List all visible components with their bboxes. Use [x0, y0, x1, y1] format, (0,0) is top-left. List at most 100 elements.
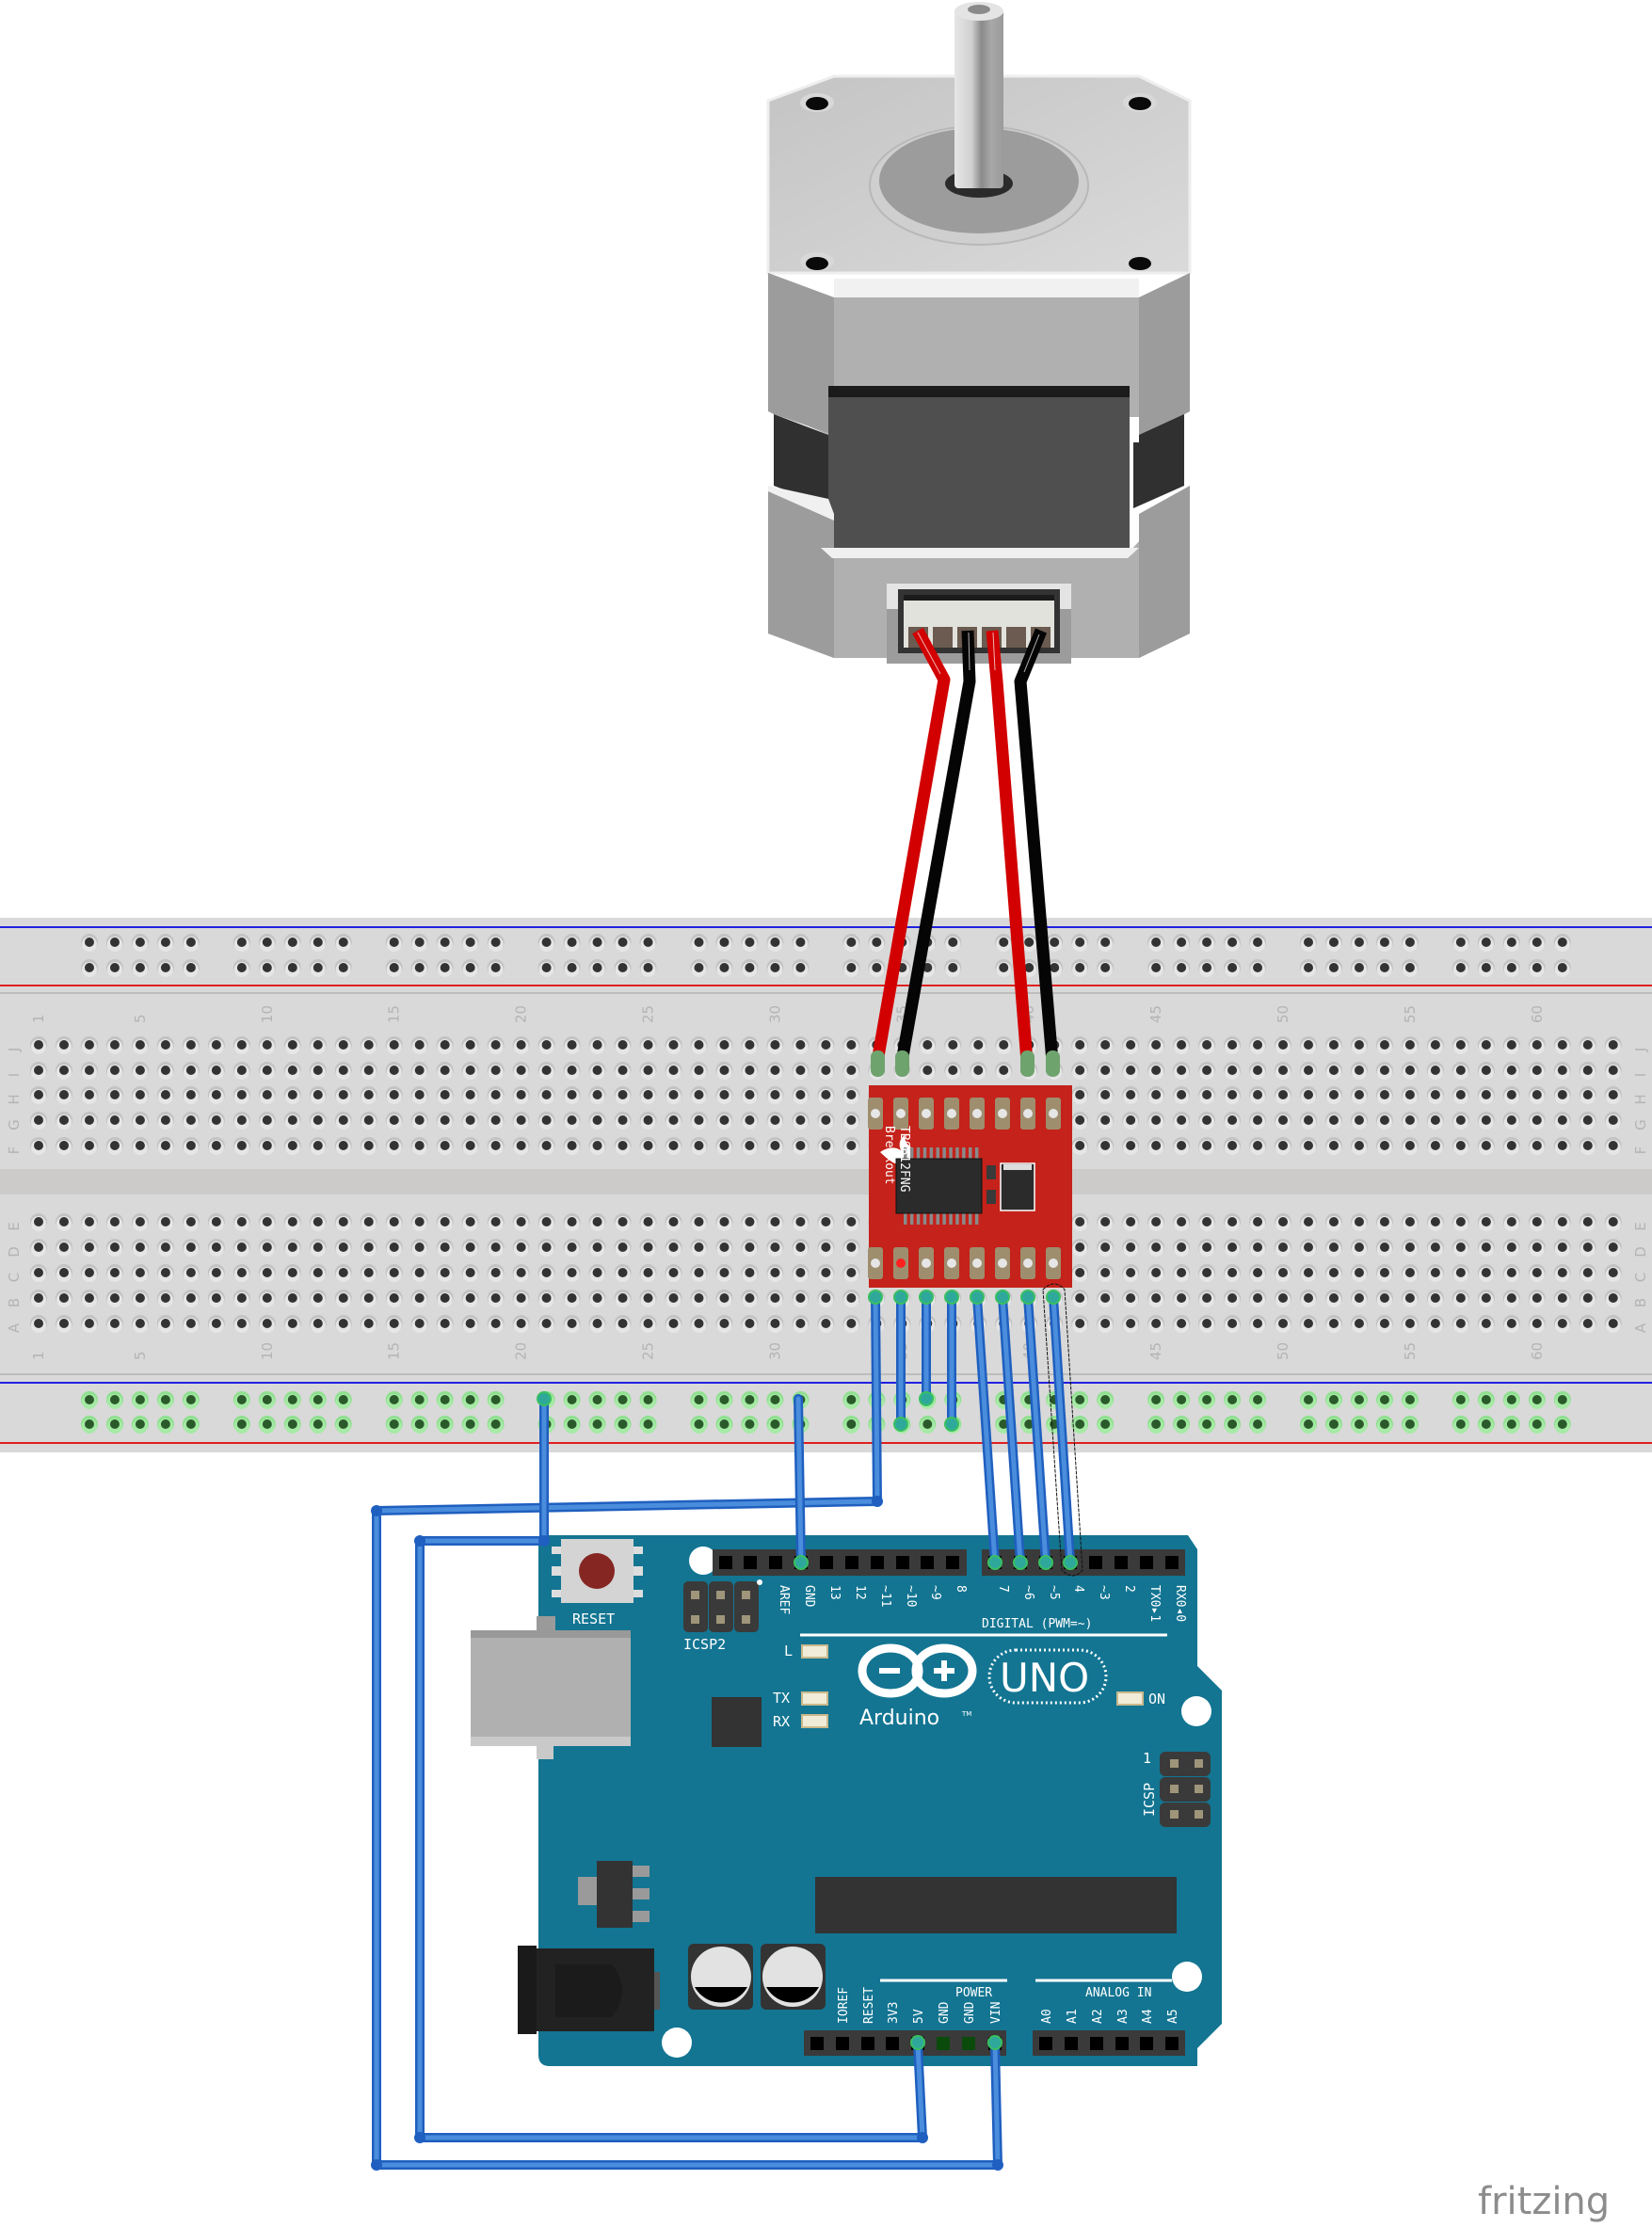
breadboard-hole-i27[interactable]: [690, 1062, 708, 1080]
breadboard-hole-i4[interactable]: [105, 1062, 123, 1080]
breadboard-hole-g10[interactable]: [258, 1112, 276, 1130]
breadboard-hole-b23[interactable]: [588, 1290, 606, 1307]
top-rail-hole[interactable]: [639, 959, 657, 977]
top-rail-hole[interactable]: [156, 959, 174, 977]
breadboard-hole-g30[interactable]: [766, 1112, 784, 1130]
breadboard-hole-b9[interactable]: [233, 1290, 250, 1307]
breadboard-hole-j61[interactable]: [1553, 1036, 1571, 1054]
header-socket[interactable]: [1065, 2037, 1078, 2050]
breadboard-hole-e44[interactable]: [1122, 1213, 1140, 1231]
breadboard-hole-g1[interactable]: [30, 1112, 47, 1130]
breadboard-hole-f47[interactable]: [1198, 1137, 1216, 1155]
breadboard-hole-e62[interactable]: [1579, 1213, 1596, 1231]
breadboard-hole-g32[interactable]: [817, 1112, 835, 1130]
bottom-rail-hole[interactable]: [80, 1416, 98, 1434]
breadboard-hole-a30[interactable]: [766, 1315, 784, 1333]
breadboard-hole-c26[interactable]: [665, 1264, 682, 1282]
bottom-rail-hole[interactable]: [131, 1391, 149, 1409]
breadboard-hole-b24[interactable]: [614, 1290, 632, 1307]
breadboard-hole-a16[interactable]: [410, 1315, 428, 1333]
top-rail-hole[interactable]: [1173, 934, 1191, 952]
breadboard-hole-b45[interactable]: [1147, 1290, 1165, 1307]
breadboard-hole-f32[interactable]: [817, 1137, 835, 1155]
breadboard-hole-h10[interactable]: [258, 1086, 276, 1104]
breadboard-hole-c46[interactable]: [1173, 1264, 1191, 1282]
breadboard-hole-b51[interactable]: [1300, 1290, 1317, 1307]
breadboard-hole-c60[interactable]: [1528, 1264, 1546, 1282]
breadboard-hole-i9[interactable]: [233, 1062, 250, 1080]
breadboard-hole-i36[interactable]: [919, 1062, 937, 1080]
breadboard-hole-e3[interactable]: [80, 1213, 98, 1231]
breadboard-hole-j39[interactable]: [995, 1036, 1013, 1054]
breadboard-hole-a51[interactable]: [1300, 1315, 1317, 1333]
breadboard-hole-b8[interactable]: [207, 1290, 225, 1307]
breadboard-hole-i58[interactable]: [1477, 1062, 1495, 1080]
bottom-rail-hole[interactable]: [1097, 1416, 1115, 1434]
breadboard-hole-c48[interactable]: [1224, 1264, 1242, 1282]
breadboard-hole-b44[interactable]: [1122, 1290, 1140, 1307]
breadboard-hole-g28[interactable]: [715, 1112, 733, 1130]
breadboard-hole-e6[interactable]: [156, 1213, 174, 1231]
breadboard-hole-h32[interactable]: [817, 1086, 835, 1104]
bottom-rail-hole[interactable]: [258, 1391, 276, 1409]
breadboard-hole-i18[interactable]: [461, 1062, 479, 1080]
bottom-rail-hole[interactable]: [1198, 1416, 1216, 1434]
breadboard-hole-e52[interactable]: [1324, 1213, 1342, 1231]
bottom-rail-hole[interactable]: [1249, 1416, 1267, 1434]
breadboard-hole-b22[interactable]: [563, 1290, 581, 1307]
bottom-rail-hole[interactable]: [283, 1391, 301, 1409]
breadboard-hole-j45[interactable]: [1147, 1036, 1165, 1054]
breadboard-hole-g17[interactable]: [436, 1112, 454, 1130]
header-socket[interactable]: [1140, 2037, 1153, 2050]
breadboard-hole-d50[interactable]: [1275, 1239, 1292, 1257]
breadboard-hole-i53[interactable]: [1350, 1062, 1368, 1080]
breadboard-hole-c21[interactable]: [537, 1264, 555, 1282]
breadboard-hole-i24[interactable]: [614, 1062, 632, 1080]
header-socket[interactable]: [1090, 2037, 1103, 2050]
breadboard-hole-i29[interactable]: [741, 1062, 759, 1080]
breadboard-hole-c53[interactable]: [1350, 1264, 1368, 1282]
breadboard-hole-c55[interactable]: [1401, 1264, 1419, 1282]
top-rail-hole[interactable]: [537, 934, 555, 952]
breadboard-hole-c18[interactable]: [461, 1264, 479, 1282]
breadboard-hole-e16[interactable]: [410, 1213, 428, 1231]
bottom-rail-hole[interactable]: [334, 1391, 352, 1409]
breadboard-hole-e53[interactable]: [1350, 1213, 1368, 1231]
breadboard-hole-f1[interactable]: [30, 1137, 47, 1155]
breadboard-hole-d31[interactable]: [792, 1239, 810, 1257]
header-socket[interactable]: [962, 2037, 975, 2050]
breadboard-hole-j29[interactable]: [741, 1036, 759, 1054]
breadboard-hole-e15[interactable]: [385, 1213, 403, 1231]
bottom-rail-hole[interactable]: [588, 1391, 606, 1409]
breadboard-hole-a29[interactable]: [741, 1315, 759, 1333]
bottom-rail-hole[interactable]: [131, 1416, 149, 1434]
bottom-rail-hole[interactable]: [436, 1391, 454, 1409]
bottom-rail-hole[interactable]: [1477, 1416, 1495, 1434]
top-rail-hole[interactable]: [1224, 959, 1242, 977]
breadboard-hole-f25[interactable]: [639, 1137, 657, 1155]
breadboard-hole-g46[interactable]: [1173, 1112, 1191, 1130]
breadboard-hole-a14[interactable]: [360, 1315, 377, 1333]
breadboard-hole-h51[interactable]: [1300, 1086, 1317, 1104]
breadboard-hole-j47[interactable]: [1198, 1036, 1216, 1054]
bottom-rail-hole[interactable]: [1528, 1391, 1546, 1409]
breadboard-hole-i46[interactable]: [1173, 1062, 1191, 1080]
breadboard-hole-h29[interactable]: [741, 1086, 759, 1104]
breadboard-hole-i33[interactable]: [842, 1062, 860, 1080]
breadboard-hole-h16[interactable]: [410, 1086, 428, 1104]
bottom-rail-hole[interactable]: [1375, 1391, 1393, 1409]
breadboard-hole-a49[interactable]: [1249, 1315, 1267, 1333]
top-rail-hole[interactable]: [385, 934, 403, 952]
reset-button[interactable]: [552, 1539, 643, 1603]
breadboard-hole-c43[interactable]: [1097, 1264, 1115, 1282]
header-socket[interactable]: [1039, 2037, 1052, 2050]
breadboard-hole-a20[interactable]: [512, 1315, 530, 1333]
bottom-rail-hole[interactable]: [385, 1416, 403, 1434]
top-rail-hole[interactable]: [283, 959, 301, 977]
top-rail-hole[interactable]: [1071, 934, 1089, 952]
breadboard-hole-a52[interactable]: [1324, 1315, 1342, 1333]
breadboard-hole-d59[interactable]: [1502, 1239, 1520, 1257]
breadboard-hole-f51[interactable]: [1300, 1137, 1317, 1155]
breadboard-hole-e12[interactable]: [309, 1213, 327, 1231]
breadboard-hole-i17[interactable]: [436, 1062, 454, 1080]
